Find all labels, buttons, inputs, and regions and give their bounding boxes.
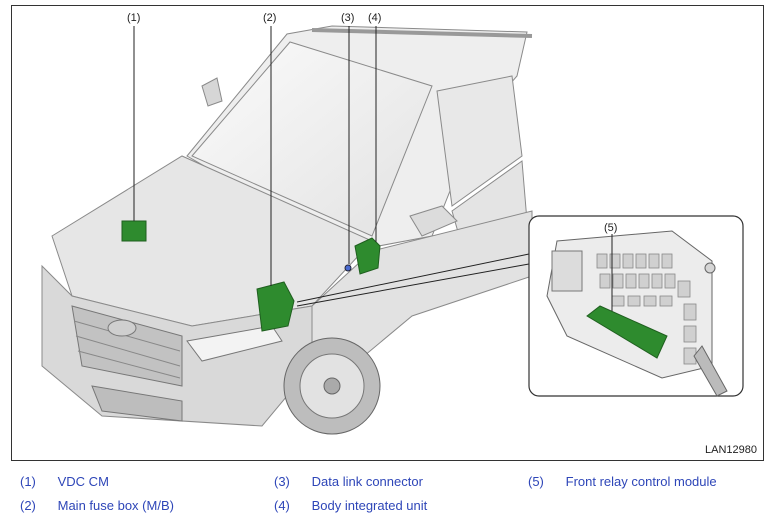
relay-module-inset xyxy=(528,215,744,397)
legend-label: Data link connector xyxy=(311,474,423,489)
legend-number: (1) xyxy=(20,474,36,489)
front-relay-control-module-marker xyxy=(586,305,668,359)
callout-5: (5) xyxy=(604,222,618,234)
legend-number: (5) xyxy=(528,474,544,489)
data-link-connector-marker xyxy=(344,264,352,272)
legend-item-body-integrated-unit: (4) Body integrated unit xyxy=(274,498,427,513)
legend-label: Front relay control module xyxy=(565,474,717,489)
vehicle-component-diagram: (1) (2) (3) (4) (5) LAN12980 xyxy=(11,5,764,461)
vdc-cm-marker xyxy=(121,220,147,242)
callout-3: (3) xyxy=(341,12,355,24)
legend-label: VDC CM xyxy=(57,474,109,489)
legend-number: (3) xyxy=(274,474,290,489)
legend-item-data-link-connector: (3) Data link connector xyxy=(274,474,423,489)
legend-number: (2) xyxy=(20,498,36,513)
callout-4: (4) xyxy=(368,12,382,24)
figure-id: LAN12980 xyxy=(705,444,757,456)
legend-label: Main fuse box (M/B) xyxy=(57,498,174,513)
legend-item-vdc-cm: (1) VDC CM xyxy=(20,474,109,489)
car-body xyxy=(41,25,533,435)
legend-number: (4) xyxy=(274,498,290,513)
legend-item-front-relay-control-module: (5) Front relay control module xyxy=(528,474,717,489)
callout-2: (2) xyxy=(263,12,277,24)
legend-item-main-fuse-box: (2) Main fuse box (M/B) xyxy=(20,498,174,513)
body-integrated-unit-marker xyxy=(354,237,381,275)
component-markers xyxy=(121,220,381,332)
main-fuse-box-marker xyxy=(256,281,295,332)
vehicle-illustration xyxy=(41,25,744,435)
legend-label: Body integrated unit xyxy=(311,498,428,513)
leader-lines xyxy=(133,26,530,307)
callout-1: (1) xyxy=(127,12,141,24)
